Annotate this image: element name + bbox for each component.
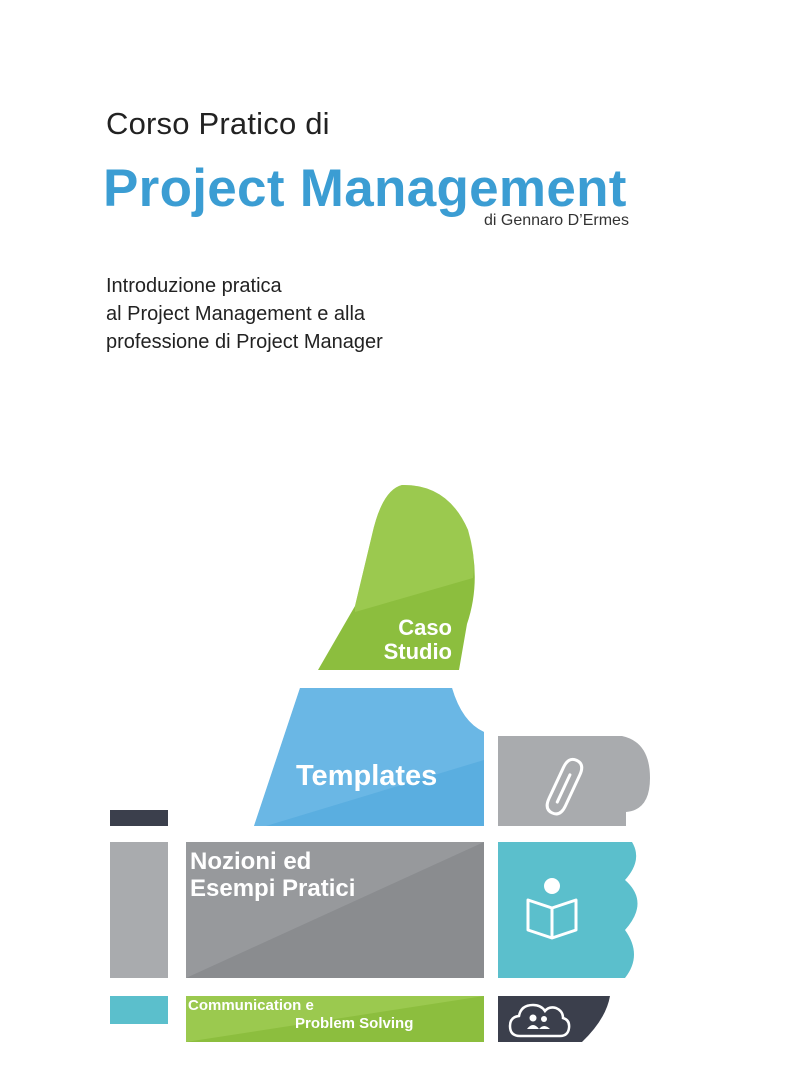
finger-gray [498, 736, 650, 826]
communication-highlight [186, 996, 484, 1042]
left-teal-bar [110, 996, 168, 1024]
nozioni-label: Nozioni ed Esempi Pratici [190, 848, 355, 902]
communication-line-2: Problem Solving [295, 1015, 414, 1032]
communication-line-1: Communication e [188, 997, 314, 1014]
subtitle-line-2: al Project Management e alla [106, 303, 366, 325]
subtitle-line-1: Introduzione pratica [106, 275, 282, 297]
author: di Gennaro D’Ermes [484, 212, 629, 229]
nozioni-line-2: Esempi Pratici [190, 875, 356, 902]
thumb-highlight [355, 484, 474, 612]
left-gray-bar [110, 842, 168, 978]
caso-line-1: Caso [398, 615, 452, 640]
templates-highlight [254, 688, 484, 826]
left-dark-bar [110, 810, 168, 826]
subtitle: Introduzione pratica al Project Manageme… [106, 272, 383, 356]
finger-teal [498, 842, 638, 978]
subtitle-line-3: professione di Project Manager [106, 331, 383, 353]
caso-line-2: Studio [383, 639, 452, 664]
cloud-people-icon [508, 1003, 571, 1038]
nozioni-highlight [186, 842, 484, 978]
caso-studio-label: Caso Studio [372, 616, 452, 664]
book-title: Project Management [103, 159, 627, 218]
nozioni-line-1: Nozioni ed [190, 848, 312, 875]
book-reader-icon [526, 878, 578, 940]
pre-title: Corso Pratico di [106, 106, 330, 141]
templates-label: Templates [296, 760, 438, 792]
paperclip-icon [545, 757, 584, 816]
